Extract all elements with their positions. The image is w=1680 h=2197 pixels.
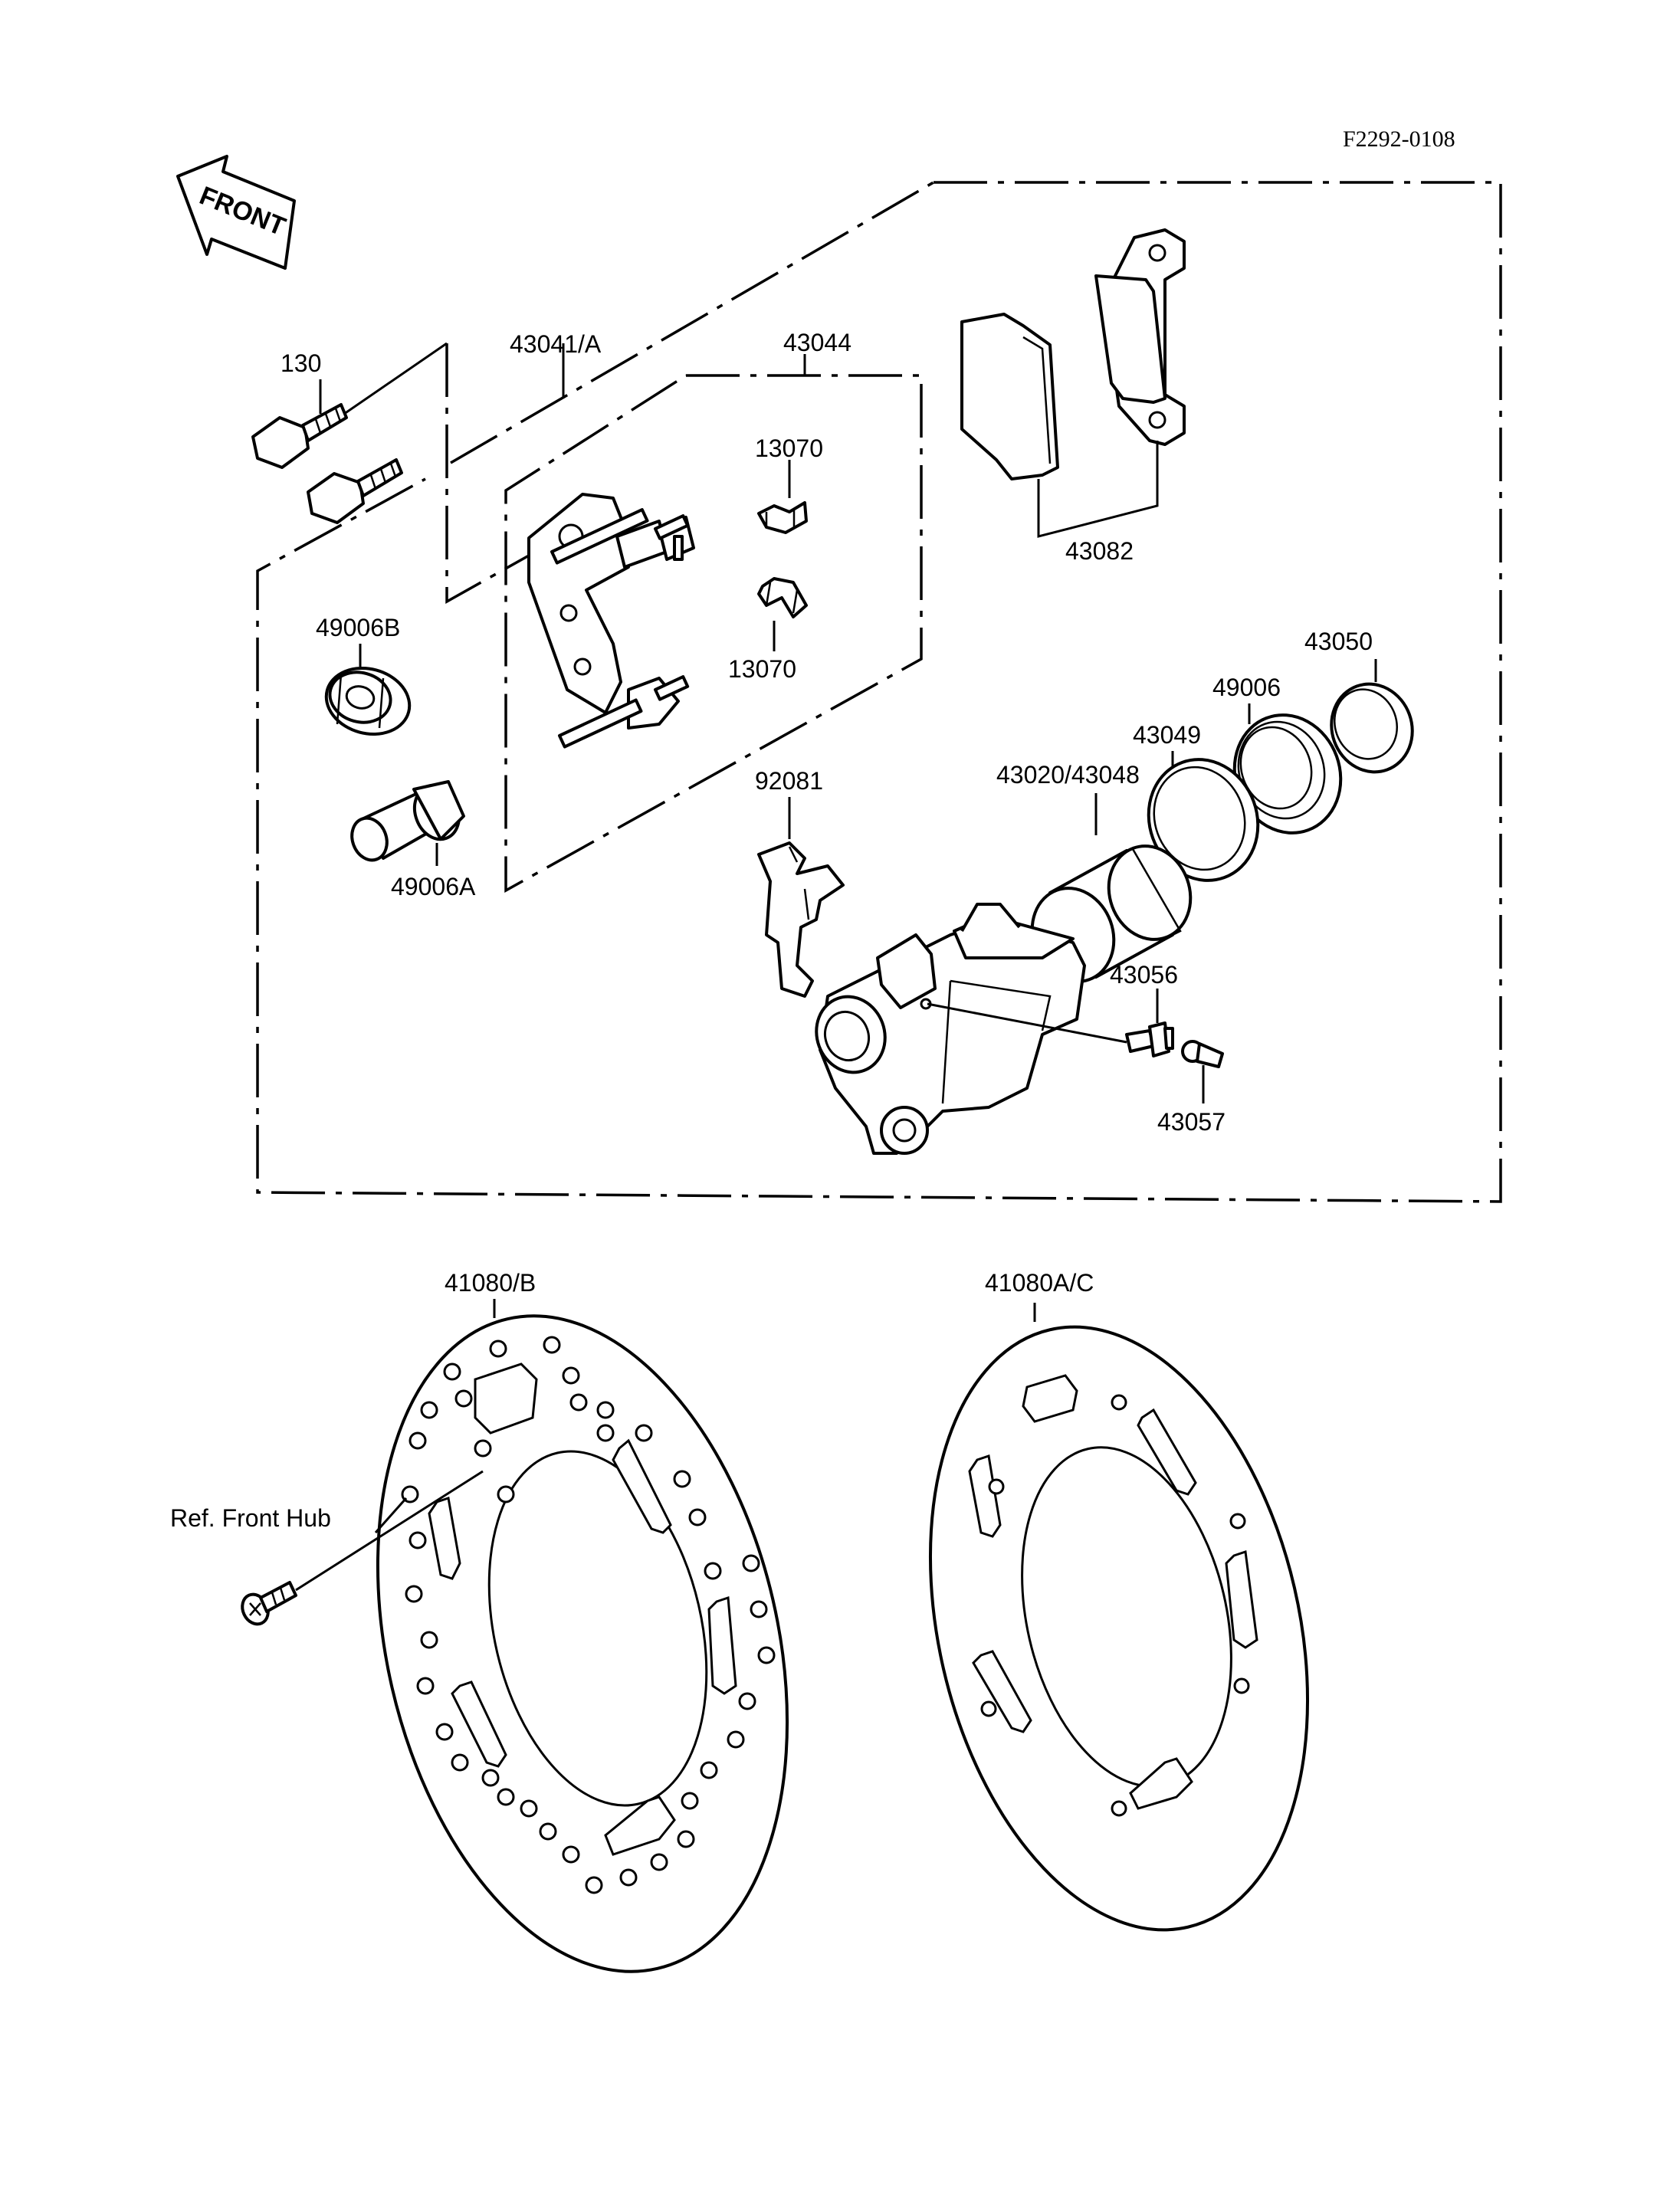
label-caliper-bracket: 43041/A: [510, 330, 602, 358]
label-bleed-valve: 43056: [1110, 961, 1178, 989]
pad-spring[interactable]: [757, 841, 845, 998]
pin[interactable]: [346, 779, 467, 865]
label-ref-front-hub: Ref. Front Hub: [170, 1504, 331, 1532]
brake-pads[interactable]: [960, 228, 1186, 480]
brake-disc-drilled[interactable]: [317, 1275, 848, 2012]
hub-screw[interactable]: [238, 1581, 297, 1628]
spring-upper[interactable]: [757, 501, 808, 534]
caliper-bracket[interactable]: [527, 493, 695, 749]
label-boot: 49006B: [316, 614, 400, 641]
brake-disc-plain[interactable]: [874, 1289, 1363, 1967]
label-disc-plain: 41080A/C: [985, 1269, 1094, 1297]
label-spring-upper: 13070: [755, 434, 823, 462]
label-bleed-cap: 43057: [1157, 1108, 1226, 1136]
boot[interactable]: [319, 659, 417, 743]
label-spring-lower: 13070: [728, 655, 796, 683]
pad-spring-kit-outline: [504, 374, 923, 893]
label-piston: 43020/43048: [996, 761, 1140, 789]
cap[interactable]: [1319, 673, 1424, 784]
assembly-outline: [256, 181, 1502, 1203]
label-brake-pads: 43082: [1065, 537, 1134, 565]
label-bolt: 130: [281, 349, 321, 377]
label-pad-spring-kit: 43044: [783, 329, 851, 356]
bleed-valve[interactable]: [1125, 1021, 1174, 1058]
label-cap: 43050: [1304, 628, 1373, 655]
front-arrow-icon: FRONT: [176, 155, 296, 270]
bolt-130[interactable]: [251, 403, 403, 524]
bleed-cap[interactable]: [1181, 1040, 1224, 1068]
label-disc-drilled: 41080/B: [445, 1269, 536, 1297]
label-pad-spring: 92081: [755, 767, 823, 795]
label-dust-seal: 49006: [1212, 674, 1281, 701]
spring-lower[interactable]: [757, 577, 808, 618]
caliper-body[interactable]: [806, 903, 1086, 1155]
assembly-outline-upper: [450, 181, 934, 464]
piston-seal[interactable]: [1132, 744, 1275, 896]
label-pin: 49006A: [391, 873, 476, 900]
label-piston-seal: 43049: [1133, 721, 1201, 749]
bolt-group-outline: [445, 343, 530, 604]
diagram-code: F2292-0108: [1343, 126, 1455, 152]
